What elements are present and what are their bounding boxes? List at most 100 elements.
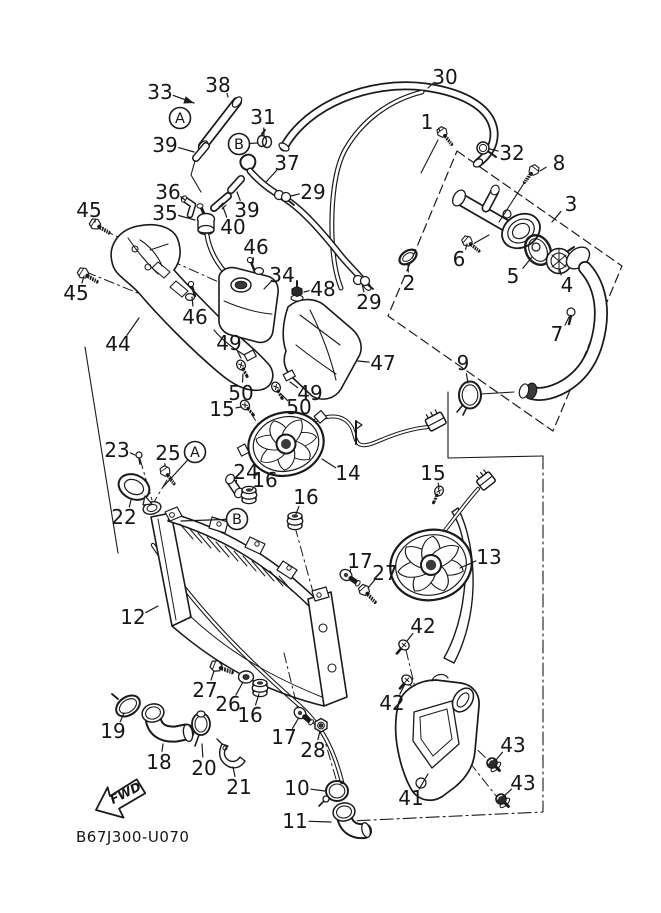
ref-marker-letter: B xyxy=(234,137,244,153)
callout-label: 22 xyxy=(111,505,136,529)
pin-46a-drawing xyxy=(246,256,265,276)
leader-line xyxy=(280,393,289,402)
leader-line xyxy=(235,406,242,409)
leader-line xyxy=(178,146,195,153)
callout-label: 21 xyxy=(226,775,251,799)
outlet-pipe-drawing xyxy=(518,246,608,401)
callout-label: 26 xyxy=(215,692,240,716)
callout-label: 50 xyxy=(228,381,253,405)
callout-label: 20 xyxy=(191,756,216,780)
bolt-8 xyxy=(518,161,543,187)
callout-label: 32 xyxy=(499,141,524,165)
callout-label: 11 xyxy=(282,809,307,833)
left-group-boundary xyxy=(84,346,119,554)
leader-line xyxy=(254,693,260,706)
leader-line xyxy=(539,166,547,172)
callout-label: 50 xyxy=(286,395,311,419)
callout-label: 3 xyxy=(565,192,578,216)
leader-line xyxy=(465,373,469,384)
ref-marker-circle xyxy=(227,132,251,156)
leader-line xyxy=(263,281,272,290)
callout-label: 30 xyxy=(432,65,457,89)
pin-23-drawing xyxy=(135,451,143,465)
leader-line xyxy=(81,275,85,284)
fan-13-wire-harness xyxy=(441,469,496,535)
hose-37-upper-run-drawing xyxy=(329,89,425,291)
leader-line xyxy=(126,317,140,337)
callout-label: 4 xyxy=(561,273,574,297)
leader-line xyxy=(178,214,196,221)
leader-line xyxy=(559,269,562,276)
ref-marker-letter: A xyxy=(175,111,185,127)
leader-line xyxy=(290,193,300,197)
callout-label: 27 xyxy=(372,561,397,585)
ref-marker-letter: B xyxy=(232,512,242,528)
grommet-16c xyxy=(251,678,269,698)
leader-line xyxy=(427,82,434,89)
fan-14-wire-harness xyxy=(306,409,447,448)
ref-marker-circle xyxy=(183,440,207,464)
callout-label: 49 xyxy=(216,331,241,355)
rivet-43a xyxy=(482,753,506,777)
leader-line xyxy=(236,191,241,201)
leader-line xyxy=(235,681,244,696)
leader-line xyxy=(210,670,215,681)
hose-37-drawing xyxy=(239,153,372,291)
callout-label: 47 xyxy=(370,351,395,375)
callout-label: 31 xyxy=(250,105,275,129)
callout-label: 13 xyxy=(476,545,501,569)
leader-line xyxy=(129,452,136,456)
reservoir-cover-47-drawing xyxy=(282,298,362,400)
bracket-group-boundary-dashdot xyxy=(349,455,544,822)
leader-line xyxy=(145,605,159,614)
grommet-16b xyxy=(286,511,304,531)
callout-label: 43 xyxy=(510,771,535,795)
callout-label: 33 xyxy=(147,80,172,104)
callout-label: 37 xyxy=(274,151,299,175)
assembly-leader-lines xyxy=(420,139,529,245)
joint-40-drawing xyxy=(210,192,232,212)
leader-line xyxy=(489,148,499,152)
callout-label: 35 xyxy=(152,201,177,225)
callout-label: 25 xyxy=(155,441,180,465)
leader-line xyxy=(180,196,186,201)
clamp-20-drawing xyxy=(191,710,211,747)
ref-marker-circle xyxy=(168,106,192,130)
callout-label: 27 xyxy=(192,678,217,702)
clamp-9-drawing xyxy=(456,380,515,416)
leader-arrowhead xyxy=(183,96,194,104)
leader-line xyxy=(201,743,204,758)
leader-line xyxy=(321,458,337,469)
leader-line xyxy=(237,350,242,359)
leader-line xyxy=(418,773,429,790)
clamp-32-drawing xyxy=(476,141,497,158)
callout-label: 17 xyxy=(271,725,296,749)
leader-line xyxy=(361,283,365,293)
reservoir-tank-34-drawing xyxy=(218,266,279,344)
bolt-25 xyxy=(156,462,180,489)
callout-label: 29 xyxy=(356,290,381,314)
callout-label: 7 xyxy=(551,322,564,346)
leader-line xyxy=(357,360,370,363)
clamp-19-drawing xyxy=(111,693,141,718)
leader-line xyxy=(310,788,326,792)
callout-label: 8 xyxy=(553,151,566,175)
callout-label: 15 xyxy=(420,461,445,485)
callout-label: 28 xyxy=(300,738,325,762)
hose-11-drawing xyxy=(332,802,372,840)
stay-49a-drawing xyxy=(243,349,257,362)
callout-label: 1 xyxy=(421,110,434,134)
callout-label: 16 xyxy=(252,468,277,492)
leader-line xyxy=(367,579,376,589)
callout-label: 43 xyxy=(500,733,525,757)
callout-label: 9 xyxy=(457,351,470,375)
hose-39-pieces-drawing xyxy=(192,142,245,194)
callout-label: 16 xyxy=(237,703,262,727)
leader-line xyxy=(303,290,310,293)
pipe-18-drawing xyxy=(141,703,195,743)
callout-label: 16 xyxy=(293,485,318,509)
leader-line xyxy=(551,210,562,223)
